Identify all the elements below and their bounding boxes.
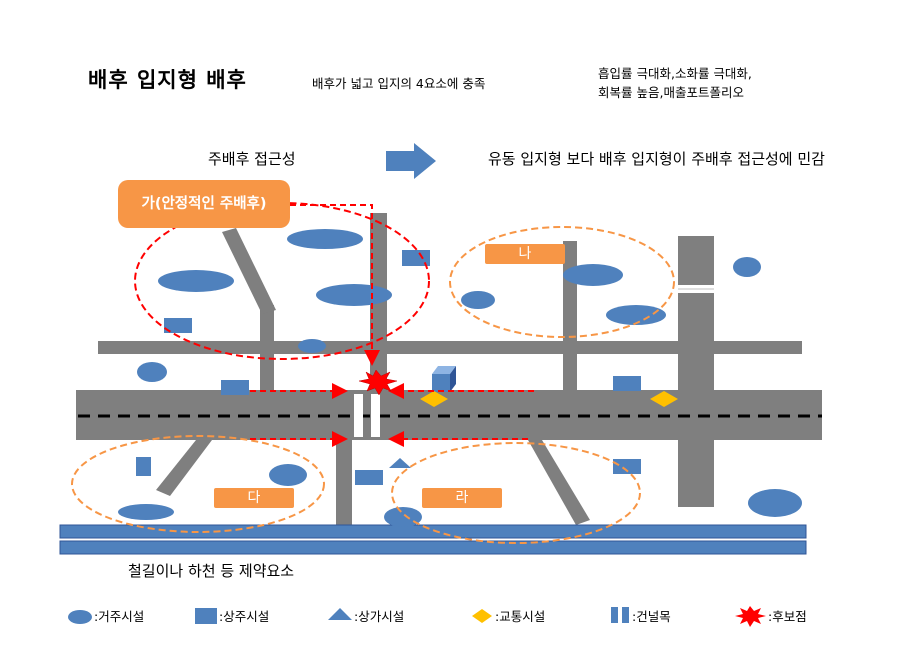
legend-residential: :거주시설: [94, 609, 145, 624]
road-diagonal-lower-left: [156, 440, 212, 496]
legend-candidate-icon: [735, 606, 766, 627]
road-diagonal-left: [222, 228, 276, 314]
secondary-areas: [71, 226, 675, 544]
area-ra-boundary: [391, 442, 641, 544]
residential: [606, 305, 666, 325]
legend-transport-icon: [472, 609, 492, 623]
commercial-facility: [389, 458, 411, 468]
residential: [748, 489, 802, 517]
residential: [298, 339, 326, 353]
road-lower-center: [336, 440, 352, 525]
residential: [384, 507, 422, 527]
residential: [316, 284, 392, 306]
legend-commercial-residential-icon: [195, 608, 217, 624]
label-main-access: 주배후 접근성: [208, 150, 296, 168]
commercial-residential: [402, 250, 430, 266]
residential: [118, 504, 174, 520]
residential: [287, 229, 363, 249]
residential-facilities: [118, 229, 802, 527]
commercial-residential: [613, 376, 641, 391]
area-na-label: 나: [485, 244, 565, 264]
transport-facility: [650, 391, 678, 407]
commercial-residential: [221, 380, 249, 395]
residential: [269, 464, 307, 486]
note-line-2: 회복률 높음,매출포트폴리오: [598, 85, 744, 100]
area-da-boundary: [71, 435, 325, 533]
candidate-point-icon: [358, 369, 398, 396]
access-arrow-top: [220, 204, 380, 366]
page-title: 배후 입지형 배후: [88, 68, 247, 92]
road-vertical-right: [563, 241, 577, 390]
rail-line-bottom: [59, 540, 807, 555]
residential: [733, 257, 761, 277]
legend-icons: [68, 606, 766, 627]
area-ga-label: 가(안정적인 주배후): [118, 180, 290, 228]
area-ra-label: 라: [422, 488, 502, 508]
arrow-right-icon: [386, 143, 436, 179]
residential: [137, 362, 167, 382]
residential: [563, 264, 623, 286]
legend-transport: :교통시설: [495, 609, 546, 624]
legend-crosswalk-icon-right: [622, 607, 629, 623]
legend-commercial-icon: [328, 608, 352, 620]
legend-crosswalk-icon-left: [611, 607, 618, 623]
road-vertical-far-right: [678, 236, 714, 507]
area-da-label: 다: [214, 488, 294, 508]
note: 흡입률 극대화,소화률 극대화, 회복률 높음,매출포트폴리오: [598, 64, 858, 102]
legend-crosswalk: :건널목: [632, 609, 671, 624]
label-sensitivity: 유동 입지형 보다 배후 입지형이 주배후 접근성에 민감: [488, 150, 825, 168]
road-vertical-left: [260, 305, 274, 390]
legend-commercial-residential: :상주시설: [219, 609, 270, 624]
commercial-residential: [355, 470, 383, 485]
commercial-residential: [164, 318, 192, 333]
commercial-residential: [136, 457, 151, 476]
legend-residential-icon: [68, 610, 92, 624]
legend-commercial: :상가시설: [354, 609, 405, 624]
building-cube: [432, 366, 456, 392]
residential: [158, 270, 234, 292]
crosswalk-left: [354, 394, 363, 437]
note-line-1: 흡입률 극대화,소화률 극대화,: [598, 66, 752, 81]
crosswalk-right: [371, 394, 380, 437]
commercial-residential: [613, 459, 641, 474]
transport-facility: [420, 391, 448, 407]
road-diagonal-lower-right: [528, 440, 590, 525]
residential: [461, 291, 495, 309]
label-rail-constraint: 철길이나 하천 등 제약요소: [128, 562, 295, 580]
legend-candidate: :후보점: [768, 609, 807, 624]
commercial-residential-facilities: [136, 250, 641, 485]
subtitle: 배후가 넓고 입지의 4요소에 충족: [312, 76, 486, 91]
area-na-boundary: [449, 226, 675, 338]
